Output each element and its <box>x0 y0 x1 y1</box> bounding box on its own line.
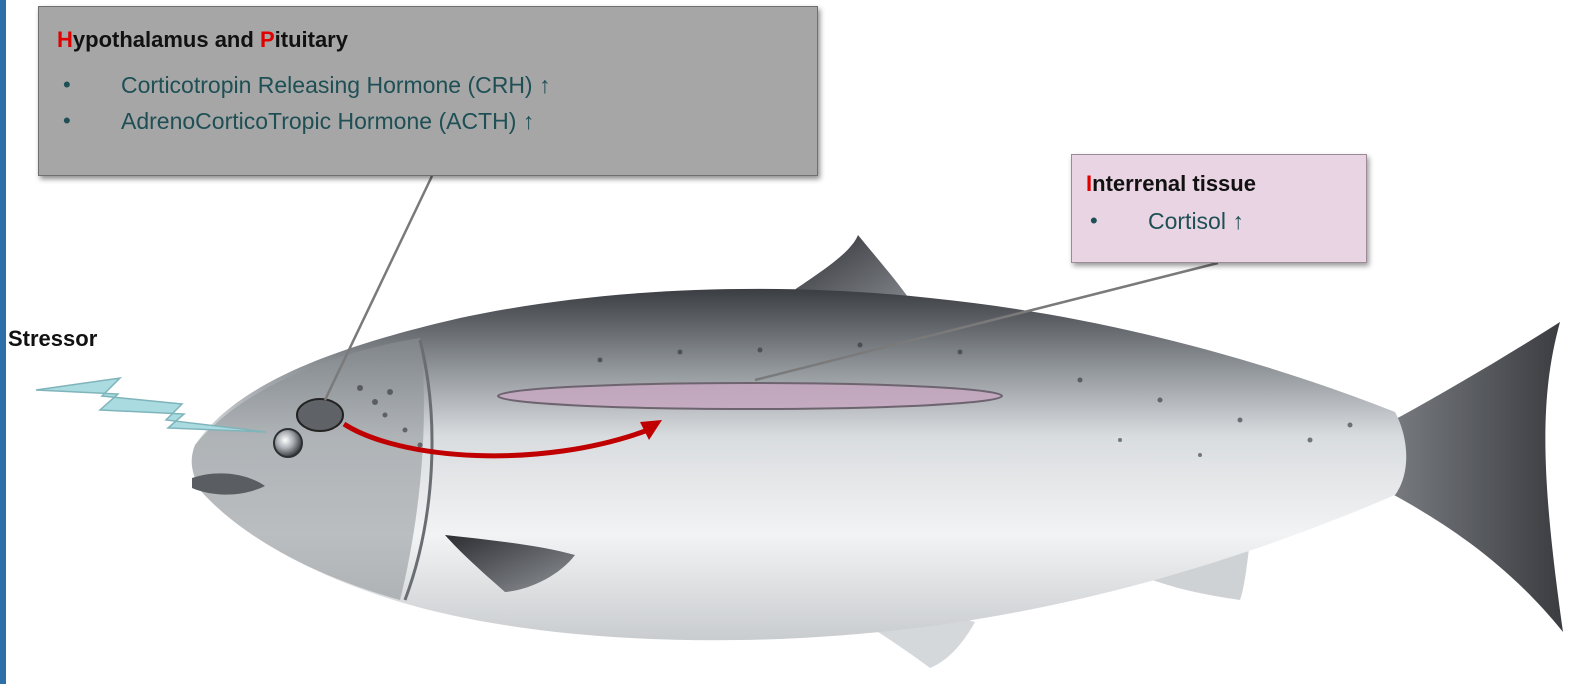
title-initial-h: H <box>57 27 73 52</box>
list-item-cortisol: • Cortisol ↑ <box>1086 203 1352 239</box>
list-item-acth: • AdrenoCorticoTropic Hormone (ACTH) ↑ <box>57 103 799 139</box>
title-text-part-2: ituitary <box>275 27 348 52</box>
list-item-crh: • Corticotropin Releasing Hormone (CRH) … <box>57 67 799 103</box>
list-item-text: Corticotropin Releasing Hormone (CRH) ↑ <box>121 72 550 99</box>
hypothalamus-pituitary-title: Hypothalamus and Pituitary <box>57 27 799 53</box>
title-initial-p: P <box>260 27 275 52</box>
title-text-part-1: ypothalamus and <box>73 27 260 52</box>
bullet: • <box>1086 208 1148 234</box>
list-item-text: AdrenoCorticoTropic Hormone (ACTH) ↑ <box>121 108 534 135</box>
interrenal-tissue-ellipse <box>498 383 1002 409</box>
title-text: nterrenal tissue <box>1092 171 1256 196</box>
list-item-text: Cortisol ↑ <box>1148 208 1244 235</box>
bullet: • <box>57 72 121 98</box>
fish-eye <box>274 429 302 457</box>
interrenal-tissue-box: Interrenal tissue • Cortisol ↑ <box>1071 154 1367 263</box>
interrenal-title: Interrenal tissue <box>1086 171 1352 197</box>
hypothalamus-pituitary-marker <box>297 399 343 431</box>
head-shade <box>192 338 424 600</box>
tail-fin <box>1385 322 1563 632</box>
bullet: • <box>57 108 121 134</box>
hypothalamus-pituitary-box: Hypothalamus and Pituitary • Corticotrop… <box>38 6 818 176</box>
stressor-label: Stressor <box>8 326 97 352</box>
